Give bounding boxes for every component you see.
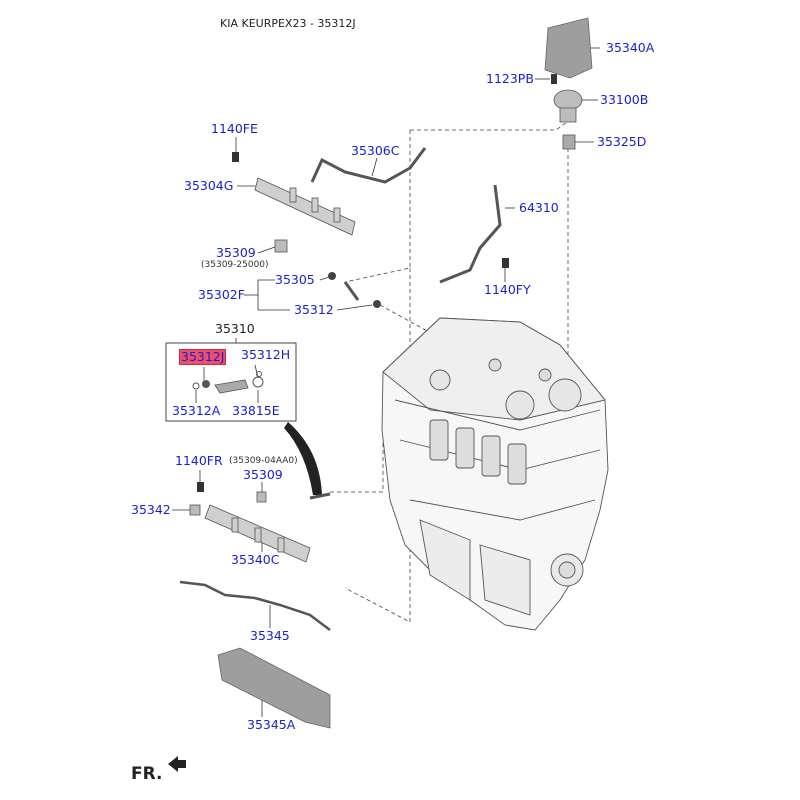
part-33100B: [553, 89, 583, 123]
part-1140FE: [232, 152, 239, 162]
label-35345[interactable]: 35345: [250, 628, 290, 643]
part-35325D: [562, 134, 576, 150]
label-35310[interactable]: 35310: [215, 321, 255, 336]
sub-label-35309-bottom: (35309-04AA0): [229, 456, 298, 466]
label-35345A[interactable]: 35345A: [247, 717, 296, 732]
front-direction-label: FR.: [131, 764, 163, 784]
sub-label-35309-top: (35309-25000): [201, 260, 269, 270]
part-35304G: [254, 177, 356, 236]
label-35340C[interactable]: 35340C: [231, 552, 280, 567]
part-35305: [328, 272, 336, 280]
label-35309-bottom[interactable]: 35309: [243, 467, 283, 482]
label-35304G[interactable]: 35304G: [184, 178, 234, 193]
part-35302F: [343, 281, 360, 301]
sub-assembly-box: [165, 342, 297, 422]
label-33815E[interactable]: 33815E: [232, 403, 280, 418]
part-35312H: [256, 371, 262, 377]
part-35345: [179, 580, 331, 631]
label-35342[interactable]: 35342: [131, 502, 171, 517]
part-35312A: [192, 382, 200, 390]
part-35309-top: [274, 239, 288, 253]
label-35312A[interactable]: 35312A: [172, 403, 221, 418]
page-title: KIA KEURPEX23 - 35312J: [220, 17, 356, 30]
part-injector: [214, 379, 249, 394]
label-1140FY[interactable]: 1140FY: [484, 282, 531, 297]
label-1140FR[interactable]: 1140FR: [175, 453, 223, 468]
label-1140FE[interactable]: 1140FE: [211, 121, 258, 136]
label-35312[interactable]: 35312: [294, 302, 334, 317]
part-35312-top: [373, 300, 381, 308]
part-35312J: [202, 380, 210, 388]
part-1123PB: [551, 74, 557, 84]
part-fuel-feed: [309, 492, 331, 500]
label-35305[interactable]: 35305: [275, 272, 315, 287]
label-35340A[interactable]: 35340A: [606, 40, 655, 55]
callout-sweep: [284, 422, 322, 495]
part-33815E: [252, 376, 264, 388]
label-33100B[interactable]: 33100B: [600, 92, 649, 107]
label-35306C[interactable]: 35306C: [351, 143, 400, 158]
part-35309-bottom: [256, 491, 267, 503]
part-35345A: [217, 647, 331, 729]
part-35342: [189, 504, 201, 516]
part-64310: [439, 184, 502, 284]
part-1140FY: [502, 258, 509, 268]
label-35312J-highlighted[interactable]: 35312J: [179, 349, 227, 365]
label-64310[interactable]: 64310: [519, 200, 559, 215]
label-35325D[interactable]: 35325D: [597, 134, 647, 149]
arrow-left-icon: [168, 756, 186, 772]
label-1123PB[interactable]: 1123PB: [486, 71, 534, 86]
label-35312H[interactable]: 35312H: [241, 347, 291, 362]
part-1140FR: [197, 482, 204, 492]
part-35340A: [544, 17, 593, 79]
part-35340C: [204, 504, 311, 563]
label-35309-top[interactable]: 35309: [216, 245, 256, 260]
engine-block: [381, 317, 609, 631]
part-35306C: [310, 147, 427, 184]
label-35302F[interactable]: 35302F: [198, 287, 245, 302]
